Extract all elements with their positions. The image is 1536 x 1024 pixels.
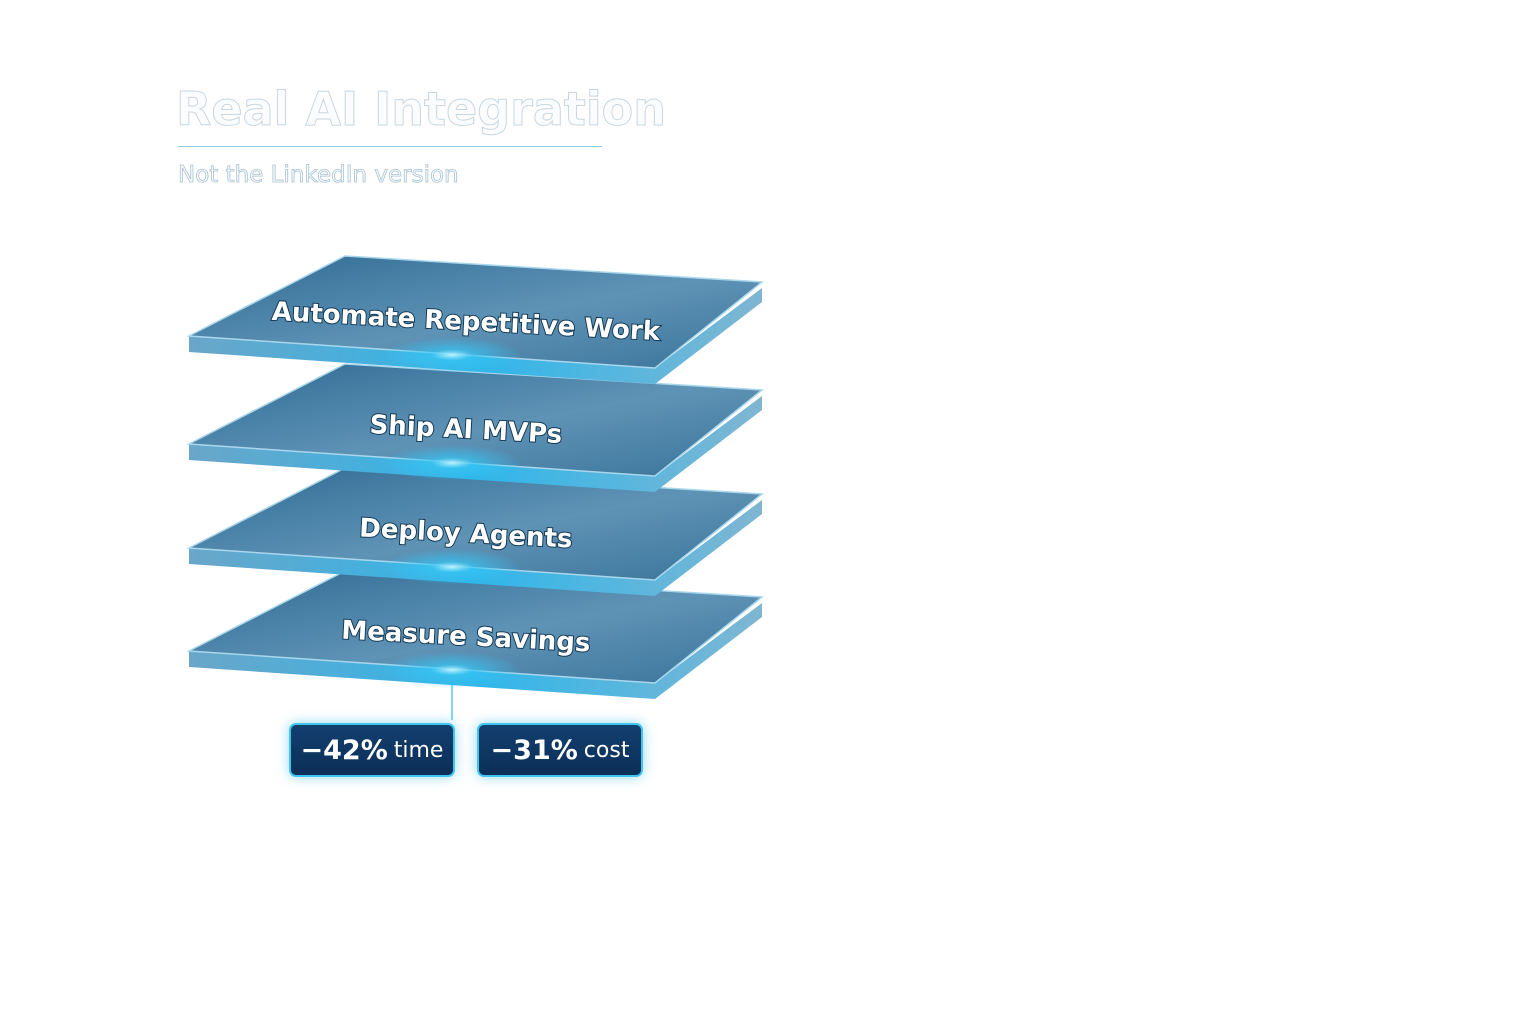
metric-badge-time: −42% time	[289, 723, 455, 777]
slab-edge	[189, 500, 762, 596]
layer-slab: Automate Repetitive Work	[186, 255, 764, 384]
metric-unit: time	[393, 737, 444, 763]
slab-edge	[189, 396, 762, 492]
title-divider	[178, 146, 602, 147]
glow-point	[382, 549, 522, 585]
metric-unit: cost	[583, 737, 630, 763]
page-subtitle: Not the LinkedIn version	[178, 162, 459, 189]
metric-value: −31%	[490, 734, 578, 766]
metric-badge-cost: −31% cost	[477, 723, 643, 777]
layer-slab: Ship AI MVPs	[186, 363, 764, 492]
glow-point	[382, 337, 522, 373]
layer-slab: Deploy Agents	[186, 467, 764, 596]
slab-edge	[189, 603, 762, 699]
glow-point	[382, 445, 522, 481]
layer-slab: Measure Savings	[186, 570, 764, 699]
metric-value: −42%	[300, 734, 388, 766]
page-title: Real AI Integration	[176, 82, 667, 137]
slab-edge	[189, 288, 762, 384]
glow-point	[382, 652, 522, 688]
